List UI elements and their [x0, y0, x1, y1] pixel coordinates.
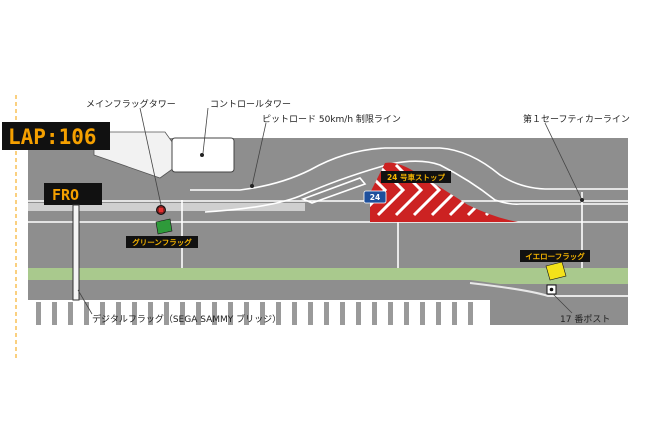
main-flag-tower-label: メインフラッグタワー — [86, 98, 176, 110]
digital-flag-label: デジタルフラッグ（SEGA SAMMY ブリッジ） — [92, 313, 281, 325]
yellow-flag-tag — [520, 250, 590, 262]
green-flag-icon — [155, 218, 173, 235]
pit-speed-line-marker — [250, 184, 254, 188]
car-stop-tag — [381, 171, 451, 183]
safety-car-line-label: 第１セーフティカーライン — [523, 113, 630, 125]
grass-strip — [28, 268, 628, 284]
track-edge-line — [469, 282, 628, 297]
lane-lines — [28, 147, 628, 268]
sector-board-text: FRO — [52, 186, 79, 204]
yellow-flag-tag-text: イエローフラッグ — [525, 251, 585, 261]
car-number-text: 24 — [370, 193, 380, 202]
sector-board — [44, 183, 102, 205]
leader-lines — [77, 107, 583, 315]
lap-counter-text: LAP:106 — [8, 125, 97, 149]
car-stop-tag-text: 24 号車ストップ — [387, 172, 446, 182]
green-flag-tag-text: グリーンフラッグ — [132, 237, 192, 247]
pit-box-outline — [300, 177, 367, 204]
green-flag-tag — [126, 236, 198, 248]
post-17-label: 17 番ポスト — [560, 313, 610, 325]
digital-flag-bridge-post — [72, 204, 80, 301]
yellow-flag-icon — [545, 261, 567, 281]
control-tower-marker — [200, 153, 204, 157]
car-number-plate — [363, 190, 387, 204]
grandstand-stripes — [36, 302, 473, 325]
pit-speed-line-label: ピットロード 50km/h 制限ライン — [262, 113, 401, 125]
lap-board — [2, 122, 110, 150]
control-tower-label: コントロールタワー — [210, 99, 291, 110]
main-flag-tower-marker — [156, 205, 166, 215]
main-flag-tower-icon — [157, 206, 165, 214]
safety-car-line-marker — [580, 198, 584, 202]
post-17-dot — [549, 287, 554, 292]
